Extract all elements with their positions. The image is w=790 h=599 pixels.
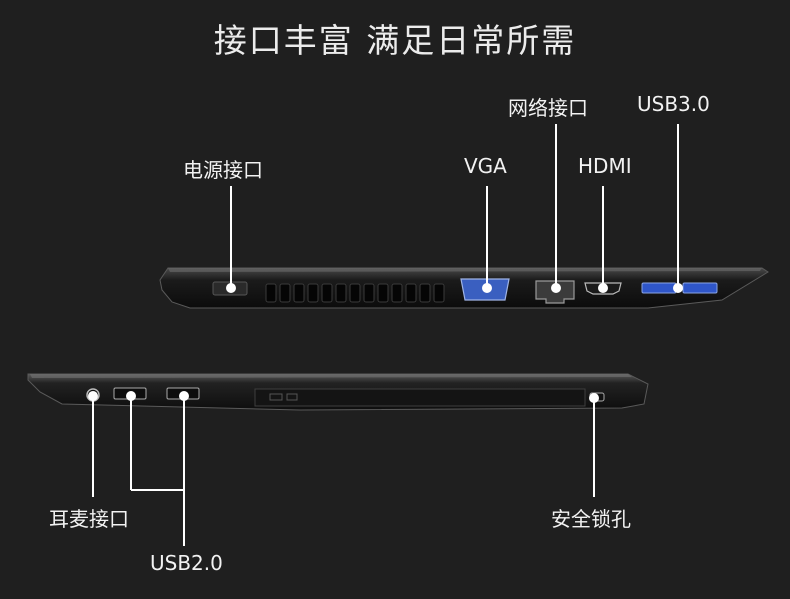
lock-label: 安全锁孔: [551, 507, 631, 531]
hdmi-label: HDMI: [578, 154, 632, 178]
leader-lines: [88, 124, 683, 546]
usb3-port-1: [641, 282, 677, 294]
ethernet-label: 网络接口: [508, 96, 588, 120]
optical-drive: [254, 388, 586, 407]
air-vents: [265, 283, 445, 303]
usb3-port-2: [682, 282, 718, 294]
usb2-label: USB2.0: [150, 551, 223, 575]
vga-label: VGA: [464, 154, 507, 178]
power-label: 电源接口: [183, 158, 263, 182]
laptop-left-side: [159, 267, 769, 309]
usb3-label: USB3.0: [637, 92, 710, 116]
audio-label: 耳麦接口: [49, 507, 129, 531]
laptop-right-side: [27, 373, 649, 411]
page-title: 接口丰富 满足日常所需: [213, 21, 577, 60]
